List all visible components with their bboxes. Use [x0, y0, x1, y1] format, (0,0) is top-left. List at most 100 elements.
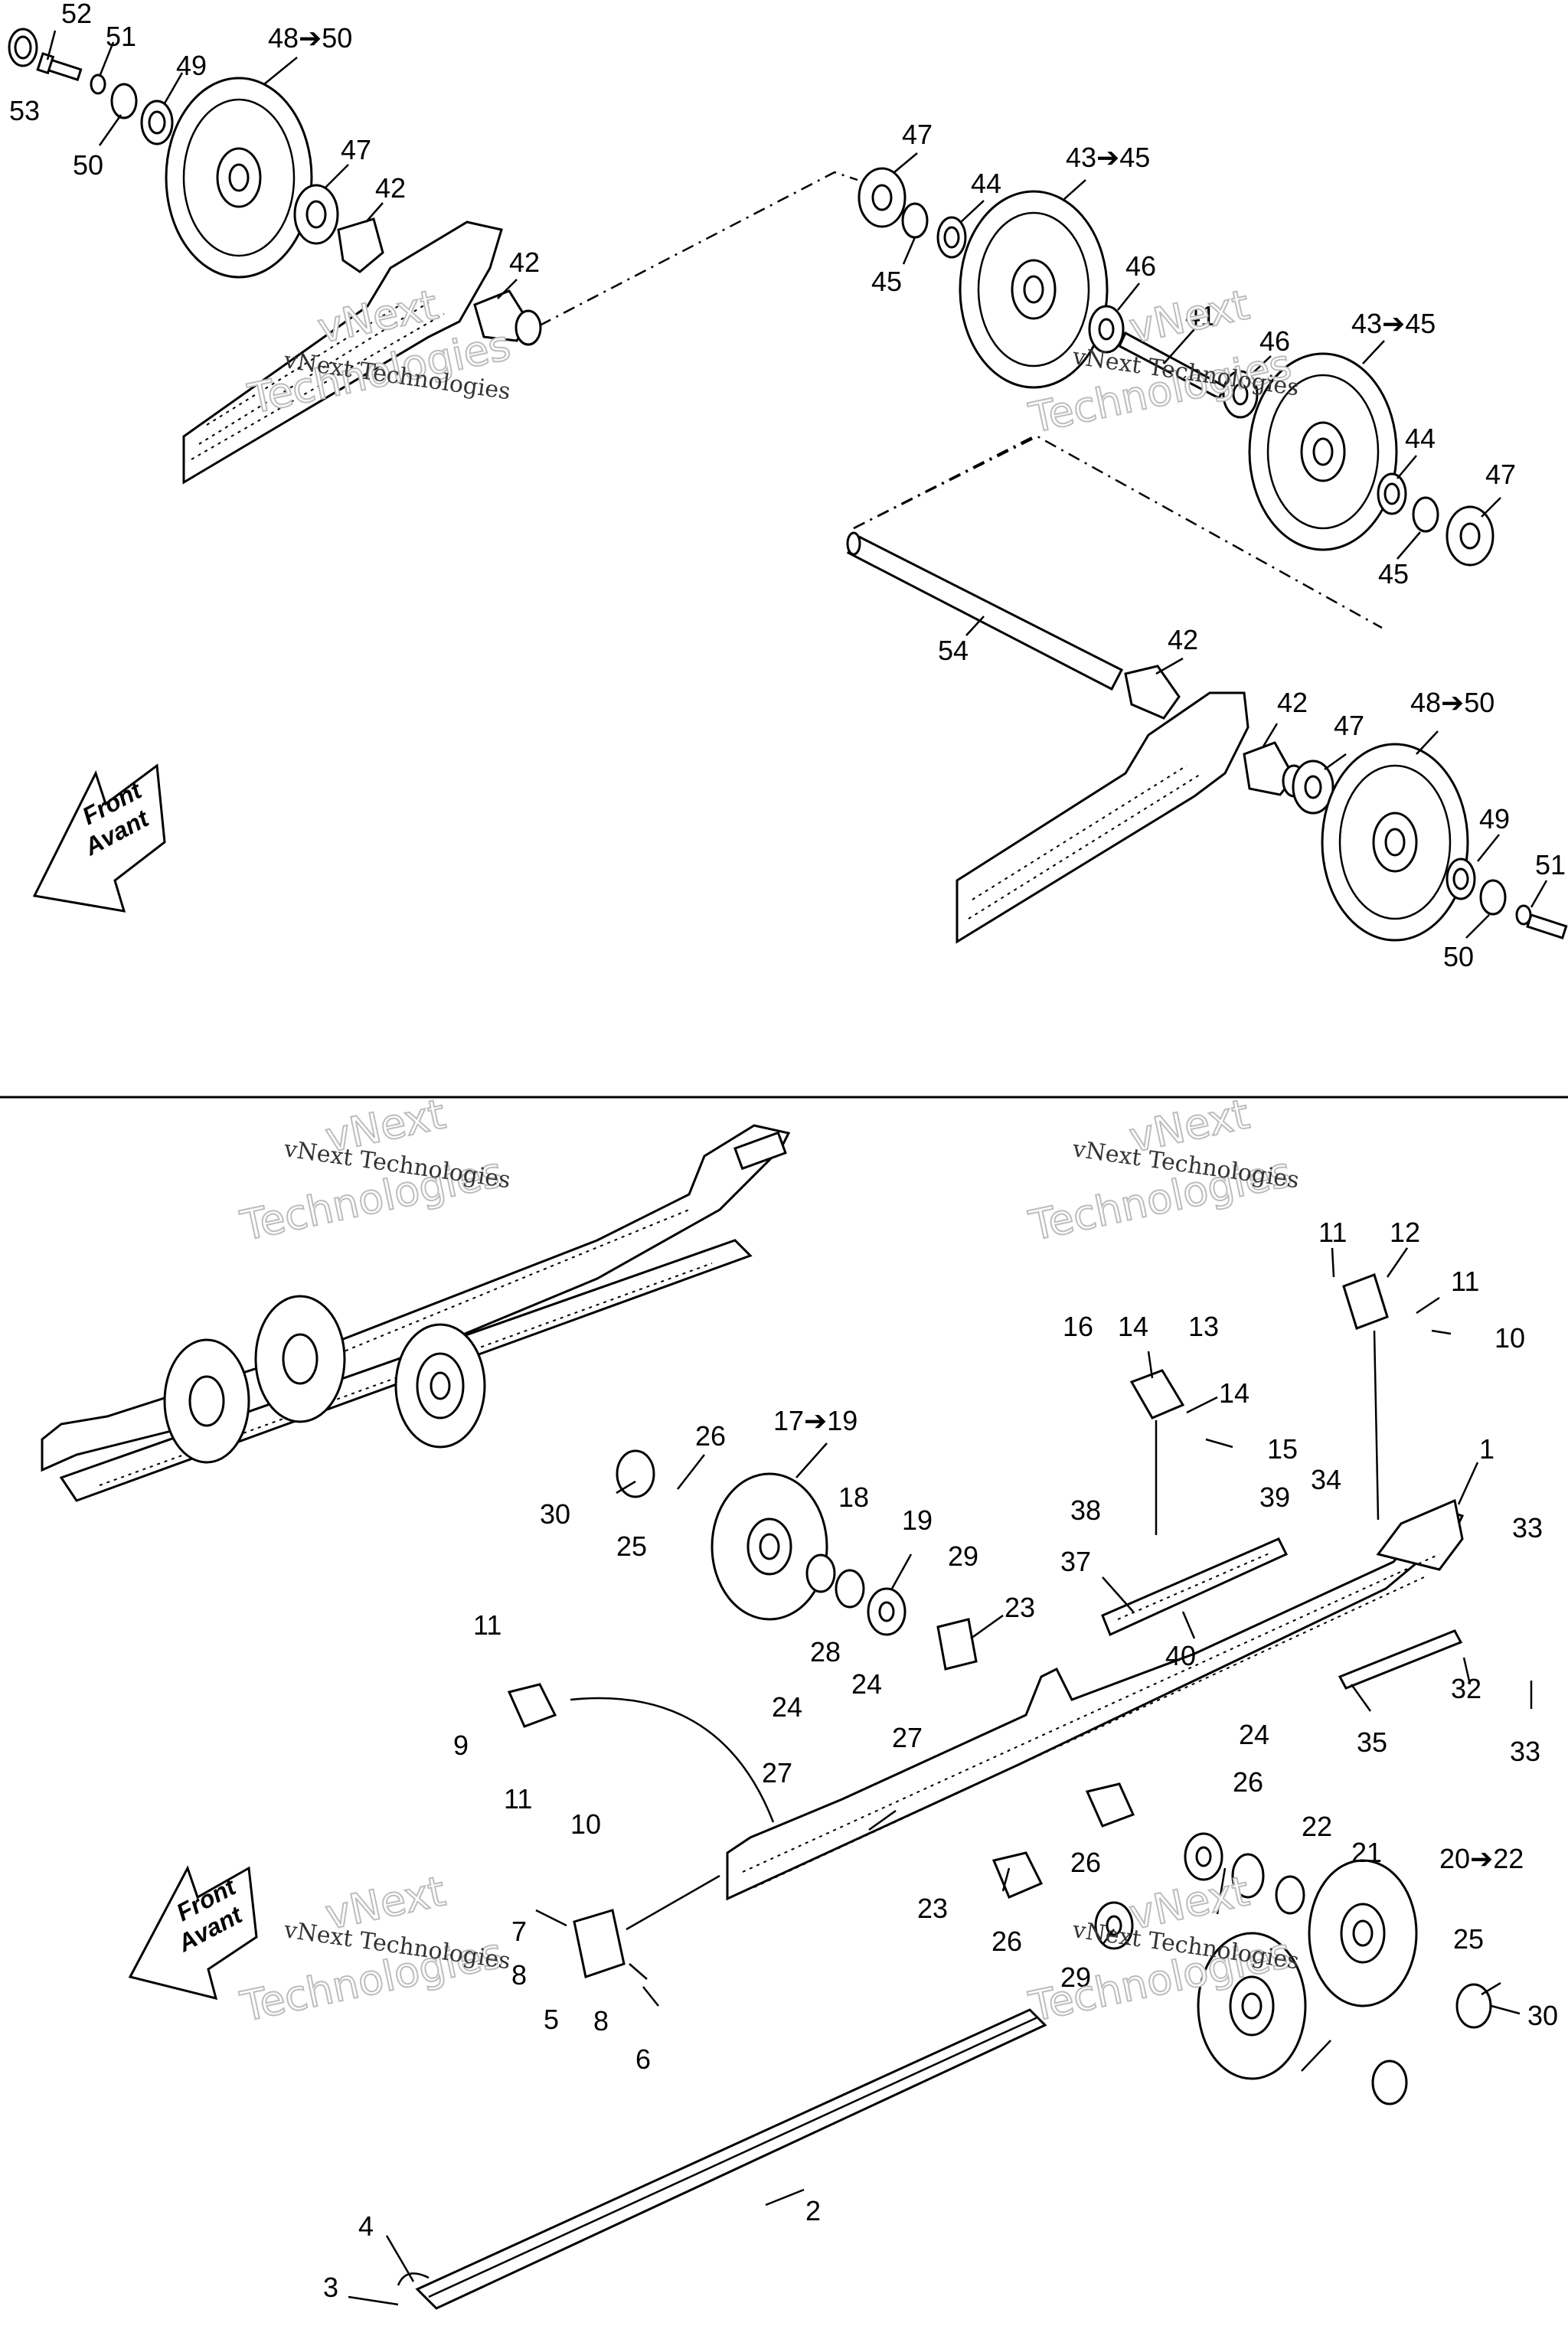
- block-23-lower: [991, 1851, 1044, 1899]
- cap-30-lower-b: [1371, 2060, 1408, 2105]
- callout-17-19: 17➔19: [773, 1405, 858, 1436]
- callout-1: 1: [1479, 1433, 1494, 1465]
- bearing-44-lower: [1377, 472, 1407, 515]
- spacer-47-upper: [858, 167, 906, 228]
- callout-25-b: 25: [1453, 1923, 1484, 1955]
- callout-19: 19: [902, 1504, 933, 1536]
- callout-26-d: 26: [991, 1926, 1022, 1957]
- bearing-18: [805, 1553, 836, 1593]
- callout-33-b: 33: [1510, 1736, 1540, 1767]
- callout-26-a: 26: [695, 1420, 726, 1452]
- wheel-43-45-lower: [1248, 352, 1398, 551]
- callout-45-upper: 45: [871, 266, 902, 297]
- callout-13: 13: [1188, 1311, 1219, 1342]
- callout-38: 38: [1070, 1494, 1101, 1526]
- shaft-35: [1338, 1629, 1463, 1690]
- callout-51-lower: 51: [1535, 849, 1566, 880]
- callout-14-b: 14: [1219, 1377, 1250, 1409]
- callout-27-a: 27: [892, 1722, 923, 1753]
- callout-37: 37: [1060, 1546, 1091, 1577]
- callout-4: 4: [358, 2210, 374, 2242]
- labels-top: 53 52 51 50 49 48➔50 47 42 42 47 44 43➔4…: [9, 0, 1566, 972]
- connector-12-down: [1373, 1330, 1380, 1521]
- ring-45-upper: [901, 202, 929, 239]
- callout-47-lower: 47: [1334, 710, 1364, 741]
- bearing-49-lower: [1446, 858, 1476, 900]
- callout-40: 40: [1165, 1640, 1196, 1671]
- bottom-assembly: Front Avant: [41, 1089, 1558, 2310]
- callout-5: 5: [544, 2004, 559, 2035]
- bearing-49: [140, 100, 174, 145]
- callout-11-a: 11: [1318, 1217, 1347, 1248]
- callout-7: 7: [511, 1916, 527, 1947]
- callout-34: 34: [1311, 1464, 1341, 1495]
- callout-11-b: 11: [1451, 1266, 1479, 1297]
- seal-53: [8, 28, 38, 67]
- callout-26-b: 26: [1233, 1766, 1263, 1798]
- callout-27-b: 27: [762, 1757, 792, 1788]
- leader-lines-bottom: [348, 1247, 1533, 2306]
- callout-30-a: 30: [540, 1498, 570, 1530]
- front-arrow-top: Front Avant: [32, 763, 166, 913]
- callout-24-c: 24: [1239, 1719, 1269, 1750]
- frame-rail-top-left: [182, 220, 503, 485]
- bumper-12: [1342, 1273, 1389, 1330]
- connector-5-to-rail: [626, 1874, 720, 1931]
- callout-42-c: 42: [1168, 624, 1198, 655]
- ring-50-lower: [1479, 879, 1507, 916]
- callout-11-c: 11: [473, 1609, 501, 1641]
- callout-50: 50: [73, 149, 103, 181]
- callout-10-b: 10: [570, 1808, 601, 1840]
- watermark-bottom-upper-right: vNext Technologies vNext Technologies: [1024, 1089, 1301, 1251]
- callout-35: 35: [1357, 1726, 1387, 1758]
- ring-22: [1231, 1853, 1265, 1899]
- callout-32: 32: [1451, 1673, 1481, 1704]
- wheel-20-22-a: [1197, 1932, 1307, 2080]
- wheel-43-45-upper: [959, 190, 1109, 389]
- block-13: [1129, 1369, 1185, 1419]
- watermark-top-left: vNext Technologies vNext Technologies: [243, 279, 515, 424]
- callout-15: 15: [1267, 1433, 1298, 1465]
- callout-22: 22: [1302, 1811, 1332, 1842]
- block-23-mid: [1085, 1782, 1135, 1828]
- callout-30-b: 30: [1527, 2000, 1558, 2031]
- watermark-bottom-lower-left: vNext Technologies vNext Technologies: [236, 1866, 512, 2032]
- connector-9-to-rail: [570, 1697, 775, 1823]
- cap-30-upper: [616, 1449, 655, 1498]
- callout-24-b: 24: [772, 1691, 802, 1723]
- bearing-21: [1275, 1875, 1305, 1915]
- callout-53: 53: [9, 95, 40, 126]
- callout-42-b: 42: [509, 247, 540, 278]
- callout-50-lower: 50: [1443, 941, 1474, 972]
- leader-lines-top: [46, 30, 1548, 939]
- callout-44-upper: 44: [971, 168, 1001, 199]
- spacer-upper-wheel: [1184, 1832, 1223, 1881]
- adapter-42-a: [337, 217, 384, 273]
- callout-21: 21: [1351, 1837, 1382, 1868]
- callout-48-50-lower: 48➔50: [1410, 687, 1494, 718]
- callout-23-a: 23: [1004, 1592, 1035, 1623]
- slide-2: [397, 2008, 1047, 2310]
- spacer-29-lower: [1094, 1901, 1134, 1950]
- callout-49-lower: 49: [1479, 803, 1510, 835]
- callout-47: 47: [341, 134, 371, 165]
- top-assembly: Front Avant: [8, 0, 1568, 972]
- callout-20-22: 20➔22: [1439, 1843, 1524, 1874]
- spacer-46-lower: [1222, 370, 1259, 419]
- front-arrow-bottom: Front Avant: [128, 1865, 258, 2001]
- callout-43-45-upper: 43➔45: [1066, 142, 1150, 173]
- callout-29-a: 29: [948, 1540, 978, 1572]
- callout-11-d: 11: [504, 1783, 532, 1815]
- callout-29-b: 29: [1060, 1962, 1091, 1993]
- callout-8-a: 8: [511, 1959, 527, 1991]
- assembled-wheel-3: [394, 1323, 486, 1449]
- callout-49: 49: [176, 50, 207, 81]
- callout-33-a: 33: [1512, 1512, 1543, 1544]
- shaft-54: [846, 531, 1124, 691]
- spacer-47-right: [1446, 505, 1494, 567]
- bolt-52: [36, 52, 83, 82]
- spacer-47-lower: [1292, 760, 1334, 815]
- svg-text:vNext: vNext: [1125, 280, 1253, 352]
- ring-50: [110, 83, 138, 119]
